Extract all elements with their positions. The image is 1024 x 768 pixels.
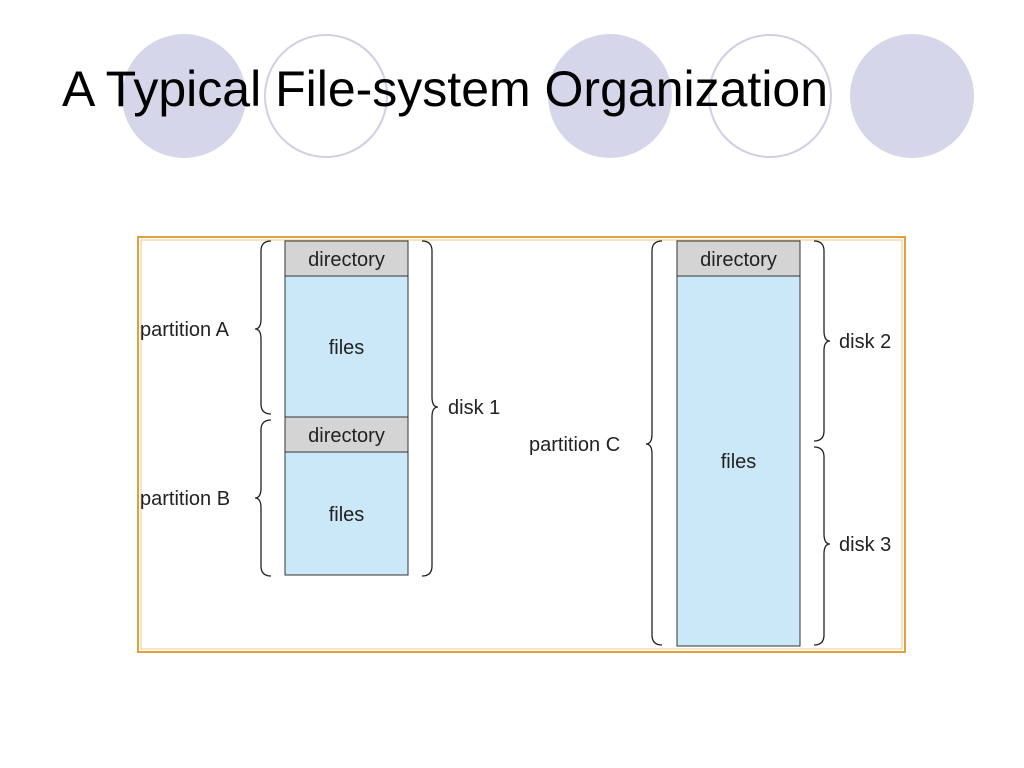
partition-a-label: partition A: [140, 319, 230, 341]
disk-2-label: disk 2: [839, 331, 891, 353]
partition-a-files-label: files: [329, 337, 365, 359]
partition-c-files-box: [676, 275, 801, 647]
partition-b-directory-box: [284, 416, 409, 453]
decorative-circle-1: [122, 34, 246, 158]
disk-1-brace: [421, 240, 439, 577]
partition-b-directory-label: directory: [308, 425, 385, 447]
partition-c-directory-label: directory: [700, 249, 777, 271]
decorative-circle-3: [850, 34, 974, 158]
decorative-ring-2: [708, 34, 832, 158]
decorative-ring-1: [264, 34, 388, 158]
partition-c-brace: [645, 240, 663, 646]
decorative-circle-2: [548, 34, 672, 158]
disk-3-label: disk 3: [839, 534, 891, 556]
disk-1-label: disk 1: [448, 397, 500, 419]
partition-c-label: partition C: [529, 434, 620, 456]
disk-3-brace: [813, 446, 831, 646]
disk-2-brace: [813, 240, 831, 442]
partition-a-directory-label: directory: [308, 249, 385, 271]
partition-b-files-box: [284, 451, 409, 576]
partition-a-brace: [254, 240, 272, 415]
partition-b-brace: [254, 419, 272, 577]
diagram-frame-inner: [140, 239, 903, 650]
partition-c-files-label: files: [721, 451, 757, 473]
partition-b-label: partition B: [140, 488, 230, 510]
slide-title: A Typical File-system Organization: [62, 61, 829, 117]
partition-b-files-label: files: [329, 504, 365, 526]
